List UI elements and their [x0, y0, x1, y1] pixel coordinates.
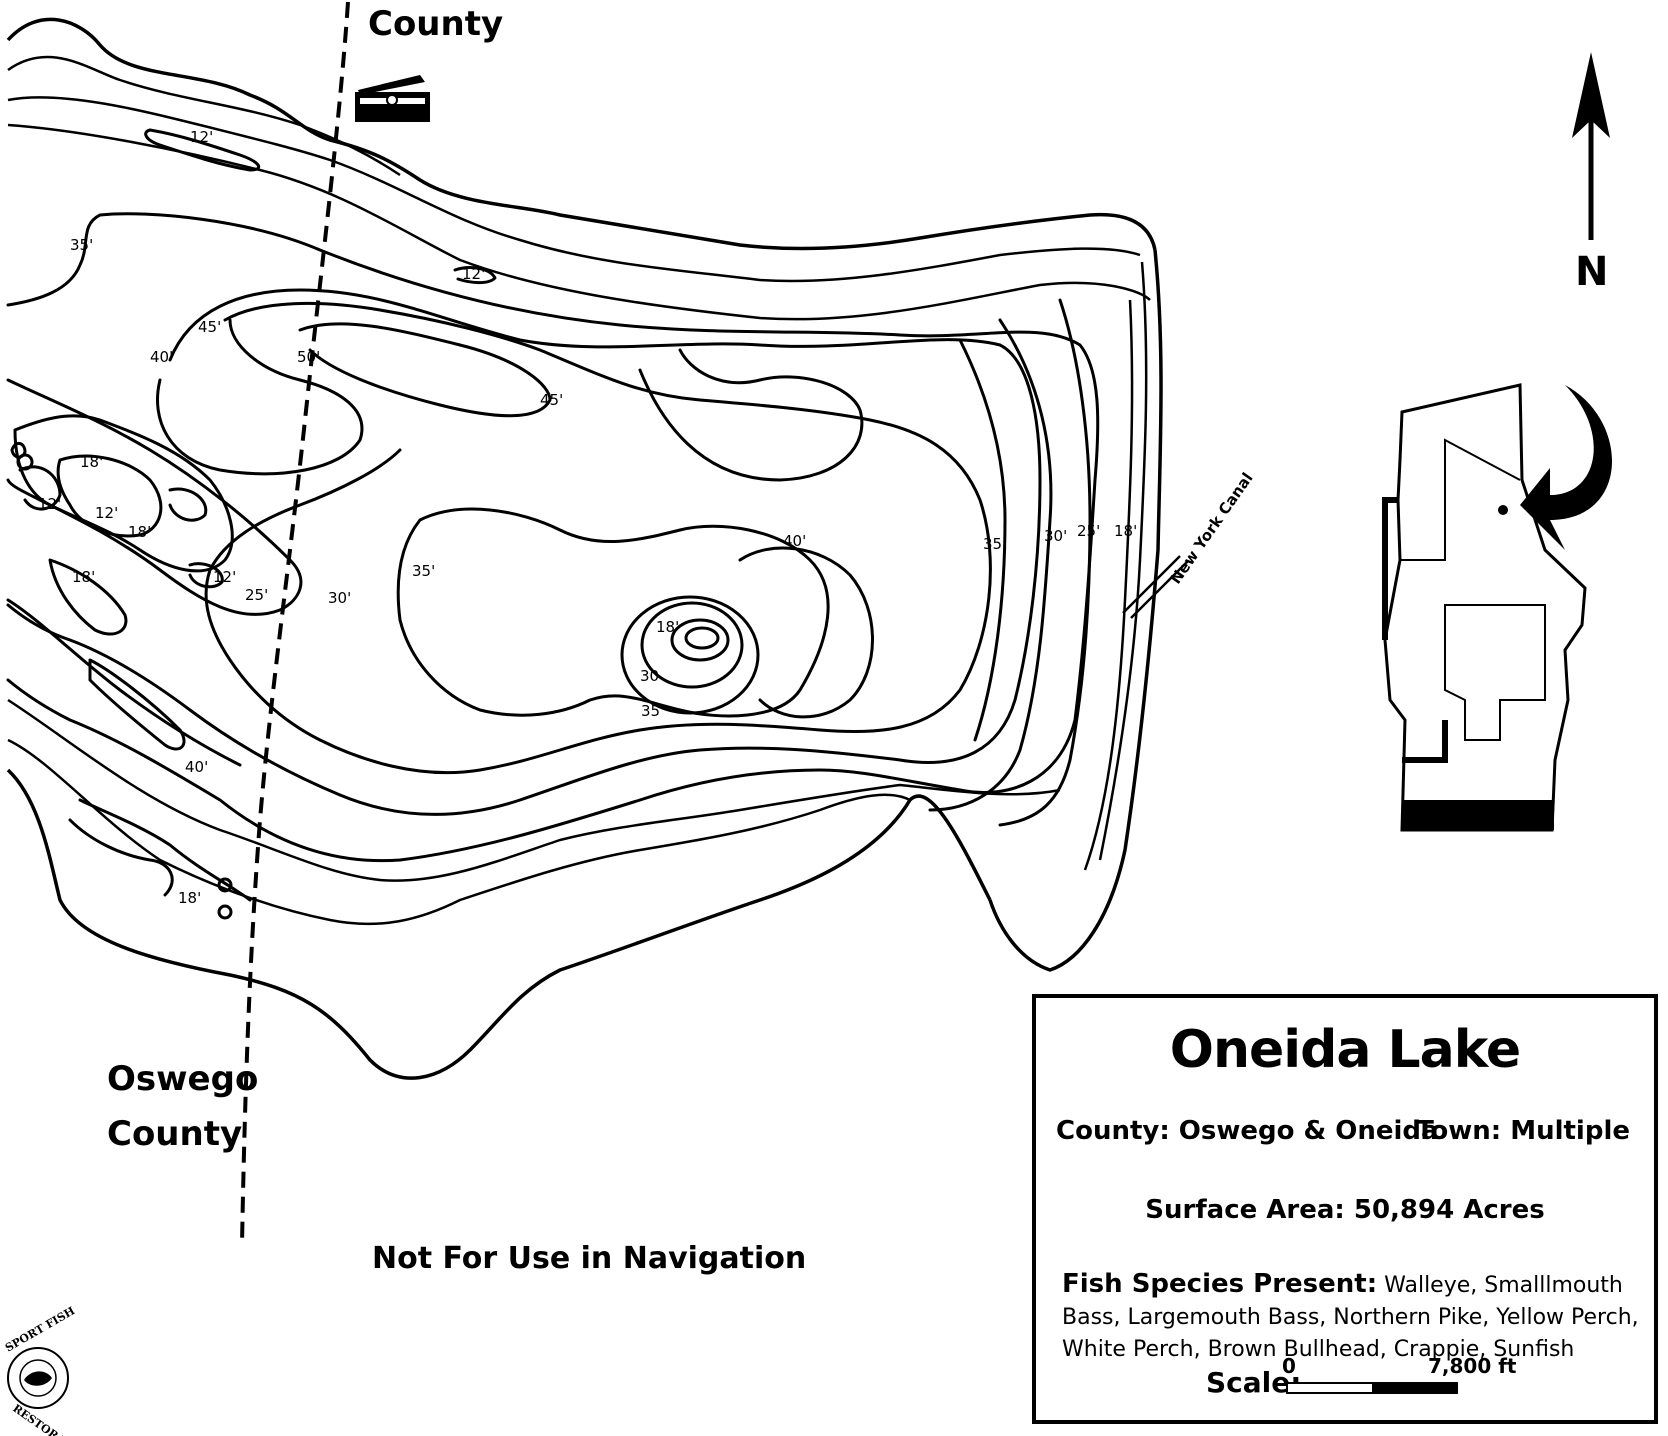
svg-text:SPORT FISH: SPORT FISH — [3, 1304, 77, 1354]
depth-label: 18' — [80, 453, 103, 471]
depth-label: 12' — [95, 504, 118, 522]
fish-species-list: Walleye, Smalllmouth Bass, Largemouth Ba… — [1062, 1273, 1639, 1362]
depth-label: 18' — [178, 889, 201, 907]
north-label: N — [1575, 249, 1608, 295]
scale-zero: 0 — [1282, 1354, 1296, 1378]
depth-label: 18' — [72, 568, 95, 586]
county-label-county: County — [107, 1114, 242, 1154]
fish-species-info: Fish Species Present: Walleye, Smalllmou… — [1062, 1268, 1644, 1366]
depth-label: 18' — [128, 523, 151, 541]
north-shoreline — [6, 17, 1157, 251]
scale-label: Scale: — [1206, 1366, 1302, 1399]
scale-bar — [1286, 1382, 1458, 1394]
south-shoreline — [6, 768, 992, 1080]
depth-label: 12' — [190, 128, 213, 146]
county-label-top: County — [368, 4, 503, 44]
town-info: Town: Multiple — [1416, 1116, 1630, 1146]
depth-label: 30' — [328, 589, 351, 607]
surface-area-info: Surface Area: 50,894 Acres — [1145, 1195, 1545, 1225]
depth-label: 45' — [198, 318, 221, 336]
scale-distance: 7,800 ft — [1428, 1354, 1517, 1378]
depth-label: 35' — [641, 702, 664, 720]
depth-labels: 12' 12' 35' 45' 50' 40' 45' 18' 12' 12' … — [38, 128, 1137, 907]
navigation-disclaimer: Not For Use in Navigation — [372, 1241, 806, 1276]
depth-label: 25' — [1077, 522, 1100, 540]
depth-label: 12' — [213, 568, 236, 586]
depth-label: 40' — [150, 348, 173, 366]
depth-label: 50' — [297, 348, 320, 366]
depth-label: 18' — [656, 618, 679, 636]
county-info: County: Oswego & Oneida — [1056, 1116, 1439, 1146]
depth-label: 30 — [640, 667, 659, 685]
lake-title: Oneida Lake — [1169, 1020, 1521, 1080]
svg-text:RESTORATION: RESTORATION — [10, 1402, 94, 1436]
depth-label: 35' — [70, 236, 93, 254]
locator-map — [1382, 383, 1613, 832]
east-shoreline — [988, 249, 1163, 972]
lake-info-box: Oneida Lake County: Oswego & Oneida Town… — [1032, 994, 1658, 1424]
depth-label: 40' — [185, 758, 208, 776]
canal-label: New York Canal — [1167, 469, 1257, 587]
depth-label: 40' — [783, 532, 806, 550]
depth-label: 25' — [245, 586, 268, 604]
depth-label: 35' — [983, 535, 1006, 553]
boat-launch-icon — [355, 75, 430, 122]
sport-fish-restoration-logo: SPORT FISH RESTORATION — [3, 1304, 94, 1436]
depth-label: 18' — [1114, 522, 1137, 540]
depth-label: 12' — [38, 495, 61, 513]
depth-label: 45' — [540, 391, 563, 409]
depth-label: 12' — [462, 265, 485, 283]
county-label-oswego: Oswego — [107, 1059, 258, 1099]
depth-label: 30' — [1044, 527, 1067, 545]
north-arrow-icon — [1572, 52, 1610, 240]
depth-label: 35' — [412, 562, 435, 580]
county-boundary-line — [240, 1, 350, 1246]
fish-species-label: Fish Species Present: — [1062, 1269, 1378, 1299]
